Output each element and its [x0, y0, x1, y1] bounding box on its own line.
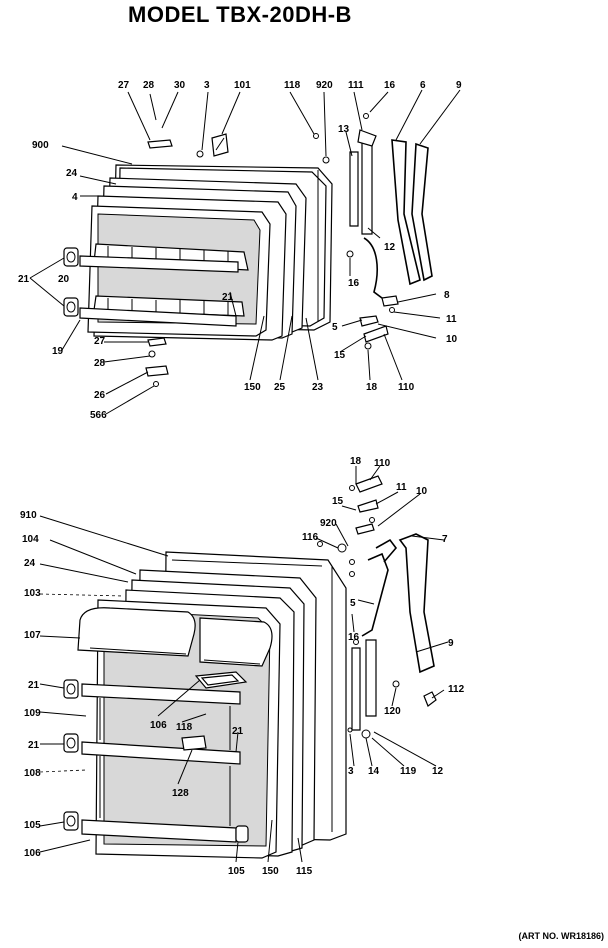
upper-callout-24: 15 [334, 350, 346, 361]
upper-callout-20: 21 [18, 274, 30, 285]
lower-callout-26: 3 [348, 766, 354, 777]
lower-callout-18: 109 [24, 708, 41, 719]
lower-callout-11: 103 [24, 588, 41, 599]
upper-callout-27: 27 [94, 336, 106, 347]
lower-callout-30: 105 [24, 820, 41, 831]
lower-callout-34: 115 [296, 866, 313, 877]
lower-callout-12: 107 [24, 630, 41, 641]
lower-callout-13: 16 [348, 632, 360, 643]
lower-callout-27: 14 [368, 766, 380, 777]
page-title: MODEL TBX-20DH-B [128, 2, 352, 27]
lower-callout-25: 128 [172, 788, 189, 799]
lower-callout-24: 108 [24, 768, 41, 779]
upper-callout-16: 16 [348, 278, 360, 289]
upper-callout-32: 150 [244, 382, 261, 393]
lower-callout-14: 5 [350, 598, 356, 609]
upper-callout-34: 23 [312, 382, 324, 393]
upper-callout-26: 18 [366, 382, 378, 393]
upper-callout-11: 900 [32, 140, 49, 151]
upper-callout-9: 6 [420, 80, 426, 91]
lower-callout-8: 920 [320, 518, 337, 529]
lower-callout-1: 110 [374, 458, 391, 469]
upper-callout-22: 21 [222, 292, 234, 303]
upper-callout-0: 27 [118, 80, 130, 91]
lower-callout-19: 106 [150, 720, 167, 731]
lower-callout-29: 12 [432, 766, 444, 777]
freezer-door-assembly [63, 113, 433, 387]
lower-callout-2: 15 [332, 496, 344, 507]
upper-callout-10: 9 [456, 80, 462, 91]
lower-callout-31: 106 [24, 848, 41, 859]
lower-callout-33: 150 [262, 866, 279, 877]
upper-callout-6: 920 [316, 80, 333, 91]
lower-callout-22: 21 [28, 740, 40, 751]
upper-callout-12: 24 [66, 168, 78, 179]
lower-callout-15: 9 [448, 638, 454, 649]
upper-callout-18: 11 [446, 314, 457, 325]
art-number: (ART NO. WR18186) [518, 931, 604, 941]
lower-callout-20: 118 [176, 722, 193, 733]
upper-callout-17: 8 [444, 290, 450, 301]
upper-callout-19: 10 [446, 334, 458, 345]
upper-callout-1: 28 [143, 80, 155, 91]
lower-leader-lines [39, 465, 449, 863]
upper-callout-3: 3 [204, 80, 210, 91]
lower-callout-9: 7 [442, 534, 448, 545]
lower-callout-16: 21 [28, 680, 40, 691]
lower-callout-28: 119 [400, 766, 417, 777]
lower-callout-3: 11 [396, 482, 407, 493]
lower-callout-32: 105 [228, 866, 245, 877]
upper-callout-25: 110 [398, 382, 415, 393]
upper-callout-2: 30 [174, 80, 186, 91]
fresh-food-door-assembly [63, 475, 437, 859]
upper-callout-28: 19 [52, 346, 64, 357]
upper-callout-7: 111 [348, 80, 364, 91]
upper-callout-23: 5 [332, 322, 338, 333]
upper-callout-14: 13 [338, 124, 350, 135]
lower-callout-7: 116 [302, 532, 319, 543]
lower-callout-10: 24 [24, 558, 36, 569]
upper-callout-21: 20 [58, 274, 70, 285]
upper-callout-4: 101 [234, 80, 251, 91]
lower-callout-5: 910 [20, 510, 37, 521]
upper-callout-29: 28 [94, 358, 106, 369]
lower-callout-21: 120 [384, 706, 401, 717]
upper-callout-5: 118 [284, 80, 301, 91]
lower-callout-4: 10 [416, 486, 428, 497]
upper-leader-lines [29, 89, 461, 415]
lower-callout-6: 104 [22, 534, 39, 545]
upper-callout-13: 4 [72, 192, 78, 203]
lower-callout-23: 21 [232, 726, 244, 737]
upper-callout-30: 26 [94, 390, 106, 401]
upper-callout-33: 25 [274, 382, 286, 393]
lower-callout-0: 18 [350, 456, 362, 467]
upper-callout-31: 566 [90, 410, 107, 421]
upper-callout-15: 12 [384, 242, 396, 253]
lower-callout-17: 112 [448, 684, 465, 695]
upper-callout-8: 16 [384, 80, 396, 91]
